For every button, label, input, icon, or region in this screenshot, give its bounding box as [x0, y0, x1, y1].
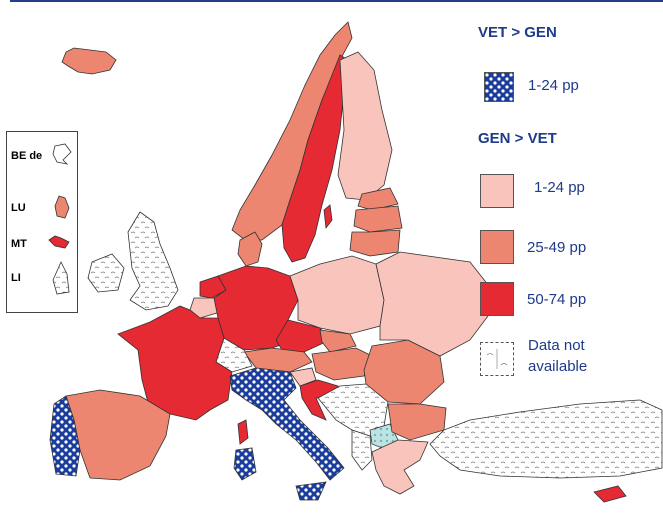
region-slovakia: [319, 329, 357, 353]
inset-label-lu: LU: [11, 202, 26, 214]
legend-heading-vet: VET > GEN: [478, 24, 557, 41]
be-de-shape: [52, 143, 72, 165]
region-bulgaria: [387, 403, 447, 441]
region-belgium: [189, 297, 221, 319]
region-sardinia: [233, 447, 257, 481]
region-lithuania: [349, 229, 401, 257]
legend-heading-gen: GEN > VET: [478, 130, 557, 147]
region-slovenia: [289, 367, 317, 387]
lu-shape: [54, 195, 70, 219]
top-rule: [10, 0, 663, 2]
region-greece: [371, 439, 429, 495]
region-latvia: [353, 205, 403, 233]
inset-label-be-de: BE de: [11, 150, 43, 162]
legend-swatch-gen-1-24: [480, 174, 514, 208]
region-hungary: [311, 347, 373, 381]
li-shape: [52, 261, 70, 295]
legend-swatch-gen-25-49: [480, 230, 514, 264]
region-sicily: [295, 481, 327, 501]
region-cyprus: [593, 485, 627, 503]
region-iceland: [61, 47, 117, 75]
legend-label-gen-50-74: 50-74 pp: [527, 291, 587, 308]
small-states-inset: BE de LU MT LI: [6, 131, 78, 313]
region-ireland: [87, 253, 125, 293]
legend-label-gen-1-24: 1-24 pp: [534, 179, 585, 196]
region-turkey: [429, 399, 663, 479]
region-poland: [289, 255, 385, 335]
legend-swatch-gen-50-74: [480, 282, 514, 316]
inset-label-mt: MT: [11, 238, 27, 250]
region-corsica: [237, 419, 249, 445]
legend-label-vet-1-24: 1-24 pp: [528, 77, 579, 94]
region-portugal: [49, 395, 81, 477]
region-croatia: [299, 379, 339, 421]
legend-swatch-no-data: [480, 342, 514, 376]
inset-label-li: LI: [11, 272, 21, 284]
legend-label-no-data-2: available: [528, 358, 588, 375]
mt-shape: [48, 235, 70, 249]
legend-swatch-vet-1-24: [484, 72, 514, 102]
region-denmark: [237, 231, 263, 267]
region-uk: [127, 211, 179, 311]
legend-label-no-data-1: Data not: [528, 337, 585, 354]
region-finland: [337, 51, 393, 201]
region-italy: [229, 367, 345, 481]
legend-label-gen-25-49: 25-49 pp: [527, 239, 587, 256]
region-netherlands: [199, 275, 227, 299]
region-gotland: [323, 204, 333, 230]
region-albania: [351, 429, 373, 471]
